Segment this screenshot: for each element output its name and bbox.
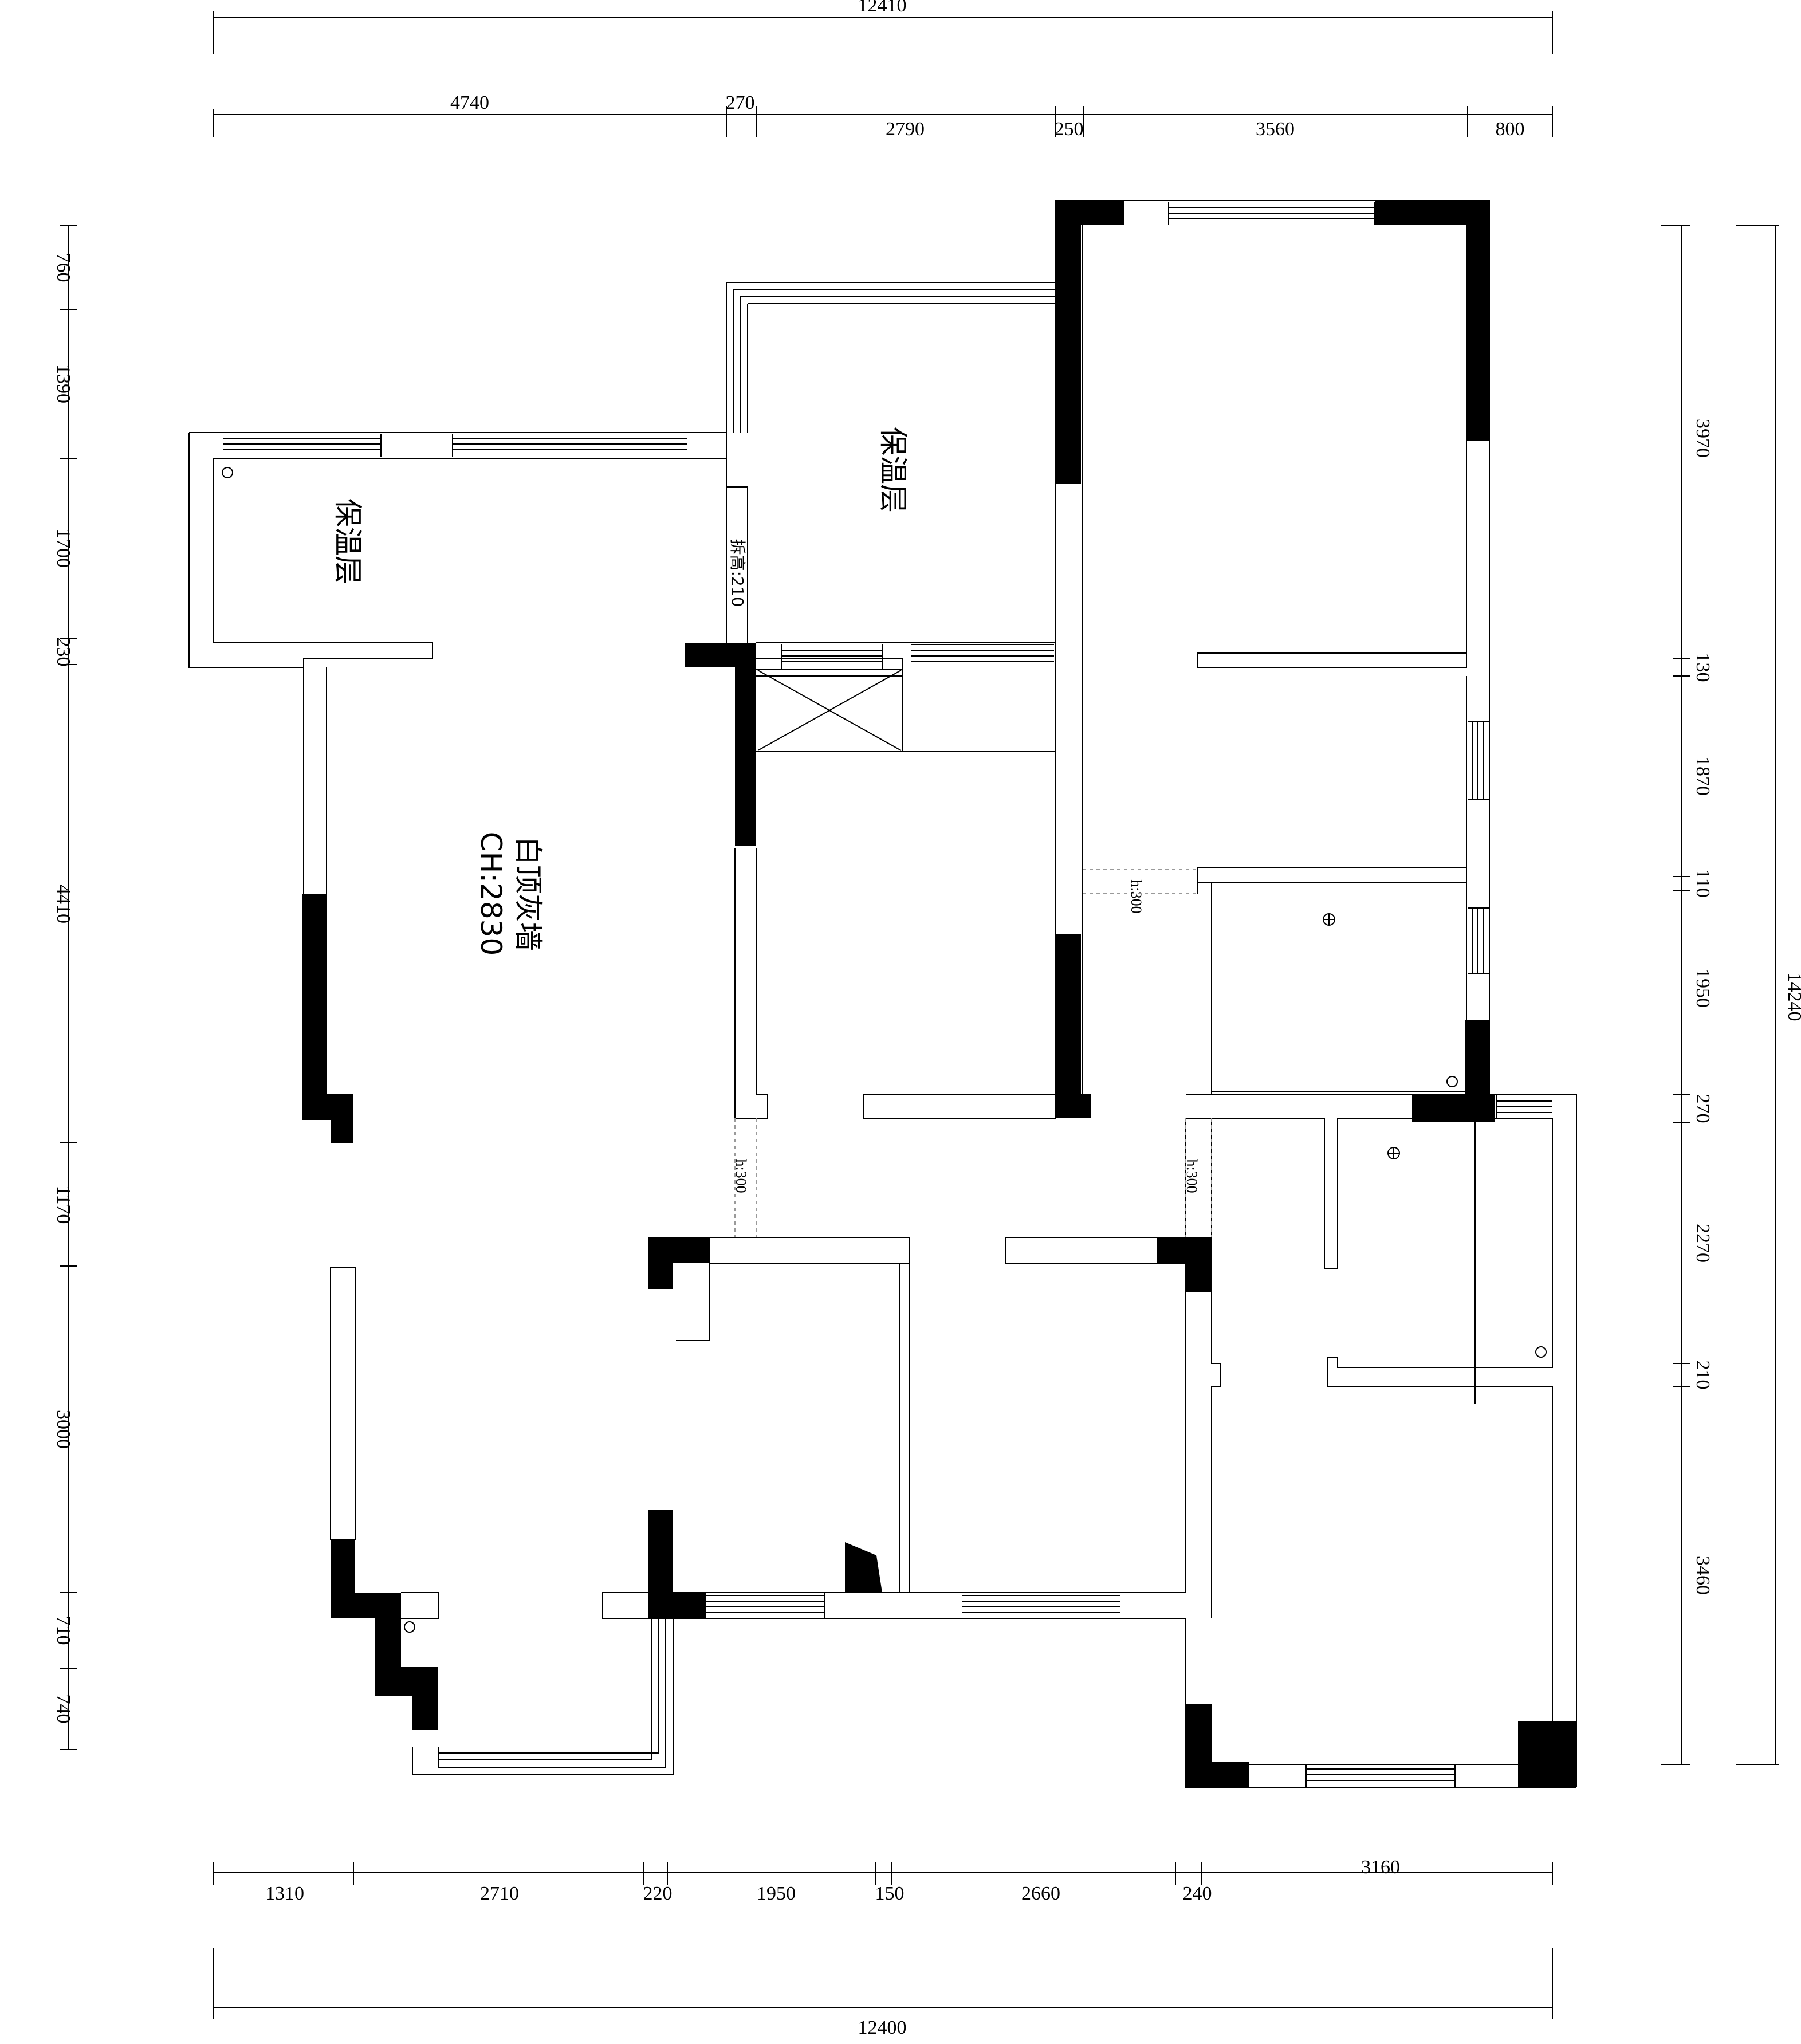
beam-openings [734,869,1212,1237]
ceiling-wall-label: 白顶灰墙 [512,836,545,951]
dim-bottom-total: 12400 [858,2017,907,2038]
ceiling-height-label: CH:2830 [474,832,508,956]
dim-bottom-6: 2660 [1021,1883,1060,1904]
dim-left-3: 1700 [53,529,74,568]
dim-top-2: 270 [726,92,755,113]
dim-top-total: 12410 [858,0,907,16]
dim-bottom-3: 220 [643,1883,673,1904]
drain-icon [1446,1076,1458,1087]
dim-top-1: 4740 [450,92,489,113]
drain-icon [1535,1346,1547,1358]
dim-top-4: 250 [1055,119,1084,140]
fixtures [222,467,1547,1633]
dim-left-7: 3000 [53,1410,74,1449]
dim-bottom-1: 1310 [265,1883,304,1904]
dim-right-2: 130 [1692,653,1713,682]
structural-columns [302,201,1576,1787]
insulation-label-center: 保温层 [876,427,910,513]
dim-left-4: 230 [53,638,74,667]
room-labels: 保温层 保温层 白顶灰墙 CH:2830 拆高:210 h:300 h:300 … [331,427,1200,1193]
dim-bottom-2: 2710 [480,1883,519,1904]
insulation-label-left: 保温层 [331,498,364,584]
dim-left-2: 1390 [53,364,74,403]
dim-right-9: 3460 [1692,1556,1713,1595]
beam-note-a: h:300 [733,1159,749,1193]
dim-top-3: 2790 [886,119,925,140]
dim-bottom-8: 3160 [1361,1857,1400,1878]
drain-icon [222,467,233,478]
dim-left-8: 710 [53,1616,74,1645]
dim-top-6: 800 [1496,119,1525,140]
dim-right-8: 210 [1692,1361,1713,1390]
dim-right-4: 110 [1692,869,1713,898]
windows [223,202,1552,1787]
dim-right-total: 14240 [1784,973,1801,1021]
beam-note-b: h:300 [1183,1159,1200,1193]
dim-right-7: 2270 [1692,1224,1713,1263]
drain-icon [404,1621,415,1633]
dimension-text: 12410 4740 270 2790 250 3560 800 760 139… [53,0,1801,2038]
beam-note-c: h:300 [1128,879,1145,913]
dim-bottom-5: 150 [875,1883,905,1904]
dim-left-9: 740 [53,1695,74,1724]
dim-top-5: 3560 [1256,119,1295,140]
dim-left-1: 760 [53,253,74,282]
dimension-lines [60,11,1779,2019]
dim-right-1: 3970 [1692,419,1713,458]
dim-bottom-7: 240 [1183,1883,1212,1904]
dim-bottom-4: 1950 [757,1883,796,1904]
dim-right-5: 1950 [1692,969,1713,1008]
dim-right-3: 1870 [1692,757,1713,796]
dim-left-6: 1170 [53,1186,74,1224]
beam-height-note: 拆高:210 [728,539,747,607]
dim-right-6: 270 [1692,1094,1713,1123]
dim-left-5: 4410 [53,885,74,923]
